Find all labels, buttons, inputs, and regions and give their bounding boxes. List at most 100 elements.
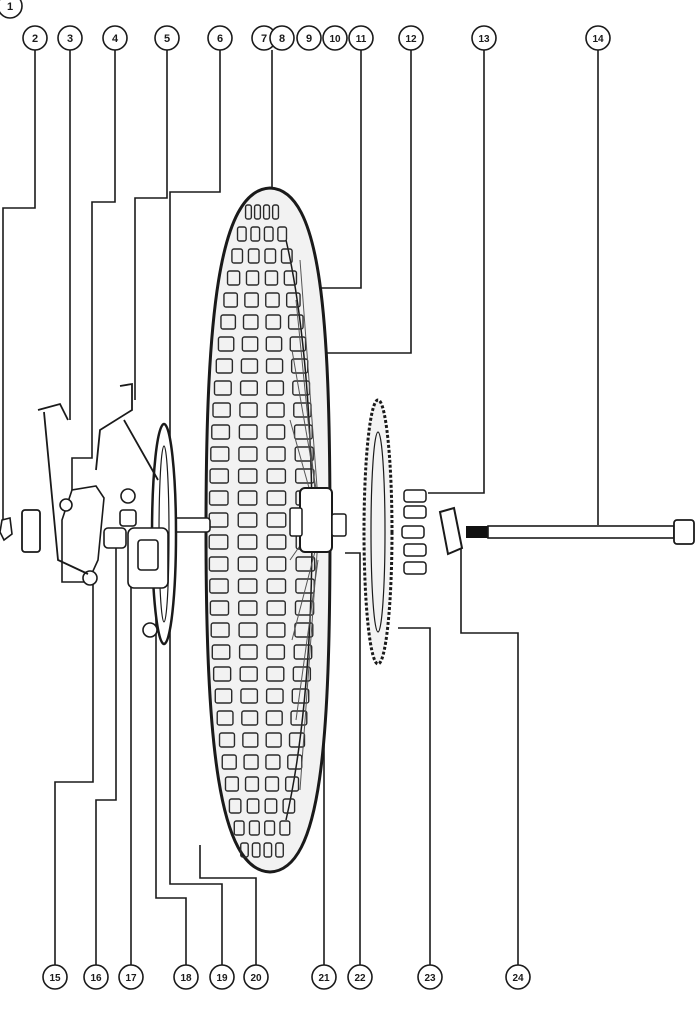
tread-block xyxy=(250,226,261,242)
tread-block xyxy=(265,732,282,748)
callout-15: 15 xyxy=(42,964,68,990)
tread-block xyxy=(293,424,313,440)
tread-block xyxy=(237,556,258,572)
tread-block xyxy=(294,600,315,616)
tread-block xyxy=(236,226,247,242)
tread-block xyxy=(265,336,283,352)
callout-20: 20 xyxy=(243,964,269,990)
sprocket xyxy=(362,398,394,666)
tread-block xyxy=(223,292,239,308)
tread-block xyxy=(247,248,260,264)
wheel-hub xyxy=(289,487,347,553)
callout-number: 14 xyxy=(592,34,604,45)
brake-wire-right xyxy=(95,382,159,481)
callout-number: 10 xyxy=(329,34,341,45)
callout-number: 24 xyxy=(512,973,524,984)
tread-block xyxy=(279,820,291,836)
tread-block xyxy=(245,270,260,286)
tread-block xyxy=(242,732,259,748)
callout-circle xyxy=(417,964,443,990)
tread-block xyxy=(264,820,276,836)
tread-block xyxy=(266,622,286,638)
tread-block xyxy=(240,688,259,704)
callout-2: 2 xyxy=(22,25,48,51)
callout-number: 15 xyxy=(49,973,61,984)
callout-circle xyxy=(173,964,199,990)
tread-block xyxy=(238,424,258,440)
callout-circle xyxy=(83,964,109,990)
axle-block xyxy=(438,506,464,556)
tread-block xyxy=(210,446,230,462)
tread-block xyxy=(246,798,260,814)
tread-block xyxy=(265,358,284,374)
tread-block xyxy=(212,402,231,418)
callout-circle xyxy=(398,25,424,51)
callout-number: 13 xyxy=(478,34,490,45)
tread-block xyxy=(237,578,258,594)
callout-number: 17 xyxy=(125,973,137,984)
tread-block xyxy=(238,600,258,616)
tread-block xyxy=(216,710,234,726)
leader-15 xyxy=(54,575,94,965)
callout-number: 18 xyxy=(180,973,192,984)
tread-block xyxy=(239,666,258,682)
tread-block xyxy=(237,512,258,528)
tread-block xyxy=(208,490,229,506)
tread-block xyxy=(275,842,284,858)
callout-number: 2 xyxy=(32,33,38,45)
tread-block xyxy=(226,270,241,286)
tread-block xyxy=(208,556,229,572)
callout-number: 11 xyxy=(356,34,367,45)
tread-block xyxy=(209,578,229,594)
callout-number: 9 xyxy=(306,33,312,45)
tread-block xyxy=(264,270,279,286)
sprocket-bolts xyxy=(401,489,427,575)
tread-block xyxy=(231,248,244,264)
leader-13 xyxy=(428,50,485,494)
left-axle-spacer xyxy=(171,517,211,533)
tread-block xyxy=(218,732,236,748)
axle-shaft xyxy=(466,519,695,545)
tread-block xyxy=(288,732,306,748)
callout-circle xyxy=(154,25,180,51)
tread-block xyxy=(295,556,316,572)
callout-circle xyxy=(322,25,348,51)
tread-block xyxy=(239,380,259,396)
callout-number: 19 xyxy=(216,973,228,984)
tread-block xyxy=(215,358,234,374)
leader-24 xyxy=(460,545,519,965)
callout-8: 8 xyxy=(269,25,295,51)
tread-block xyxy=(265,314,282,330)
tread-block xyxy=(209,600,230,616)
callout-number: 23 xyxy=(424,973,436,984)
tread-block xyxy=(293,644,313,660)
callout-circle xyxy=(22,25,48,51)
axle-nut-left xyxy=(0,517,13,542)
tread-block xyxy=(239,402,258,418)
leader-20 xyxy=(199,845,257,965)
callout-circle xyxy=(243,964,269,990)
tread-block xyxy=(237,490,258,506)
callout-circle xyxy=(102,25,128,51)
tread-block xyxy=(265,688,284,704)
callout-circle xyxy=(0,0,23,19)
tread-block xyxy=(266,468,287,484)
callout-19: 19 xyxy=(209,964,235,990)
tread-block xyxy=(237,534,258,550)
callout-1: 1 xyxy=(0,0,23,19)
tread-block xyxy=(242,314,259,330)
callout-number: 21 xyxy=(318,973,330,984)
tread-block xyxy=(277,226,288,242)
tread-block xyxy=(265,292,280,308)
tread-block xyxy=(287,314,304,330)
callout-13: 13 xyxy=(471,25,497,51)
tread-block xyxy=(266,666,285,682)
tread-block xyxy=(271,204,280,220)
callout-circle xyxy=(296,25,322,51)
tread-block xyxy=(237,468,258,484)
tread-block xyxy=(283,270,298,286)
leader-6 xyxy=(169,50,221,440)
